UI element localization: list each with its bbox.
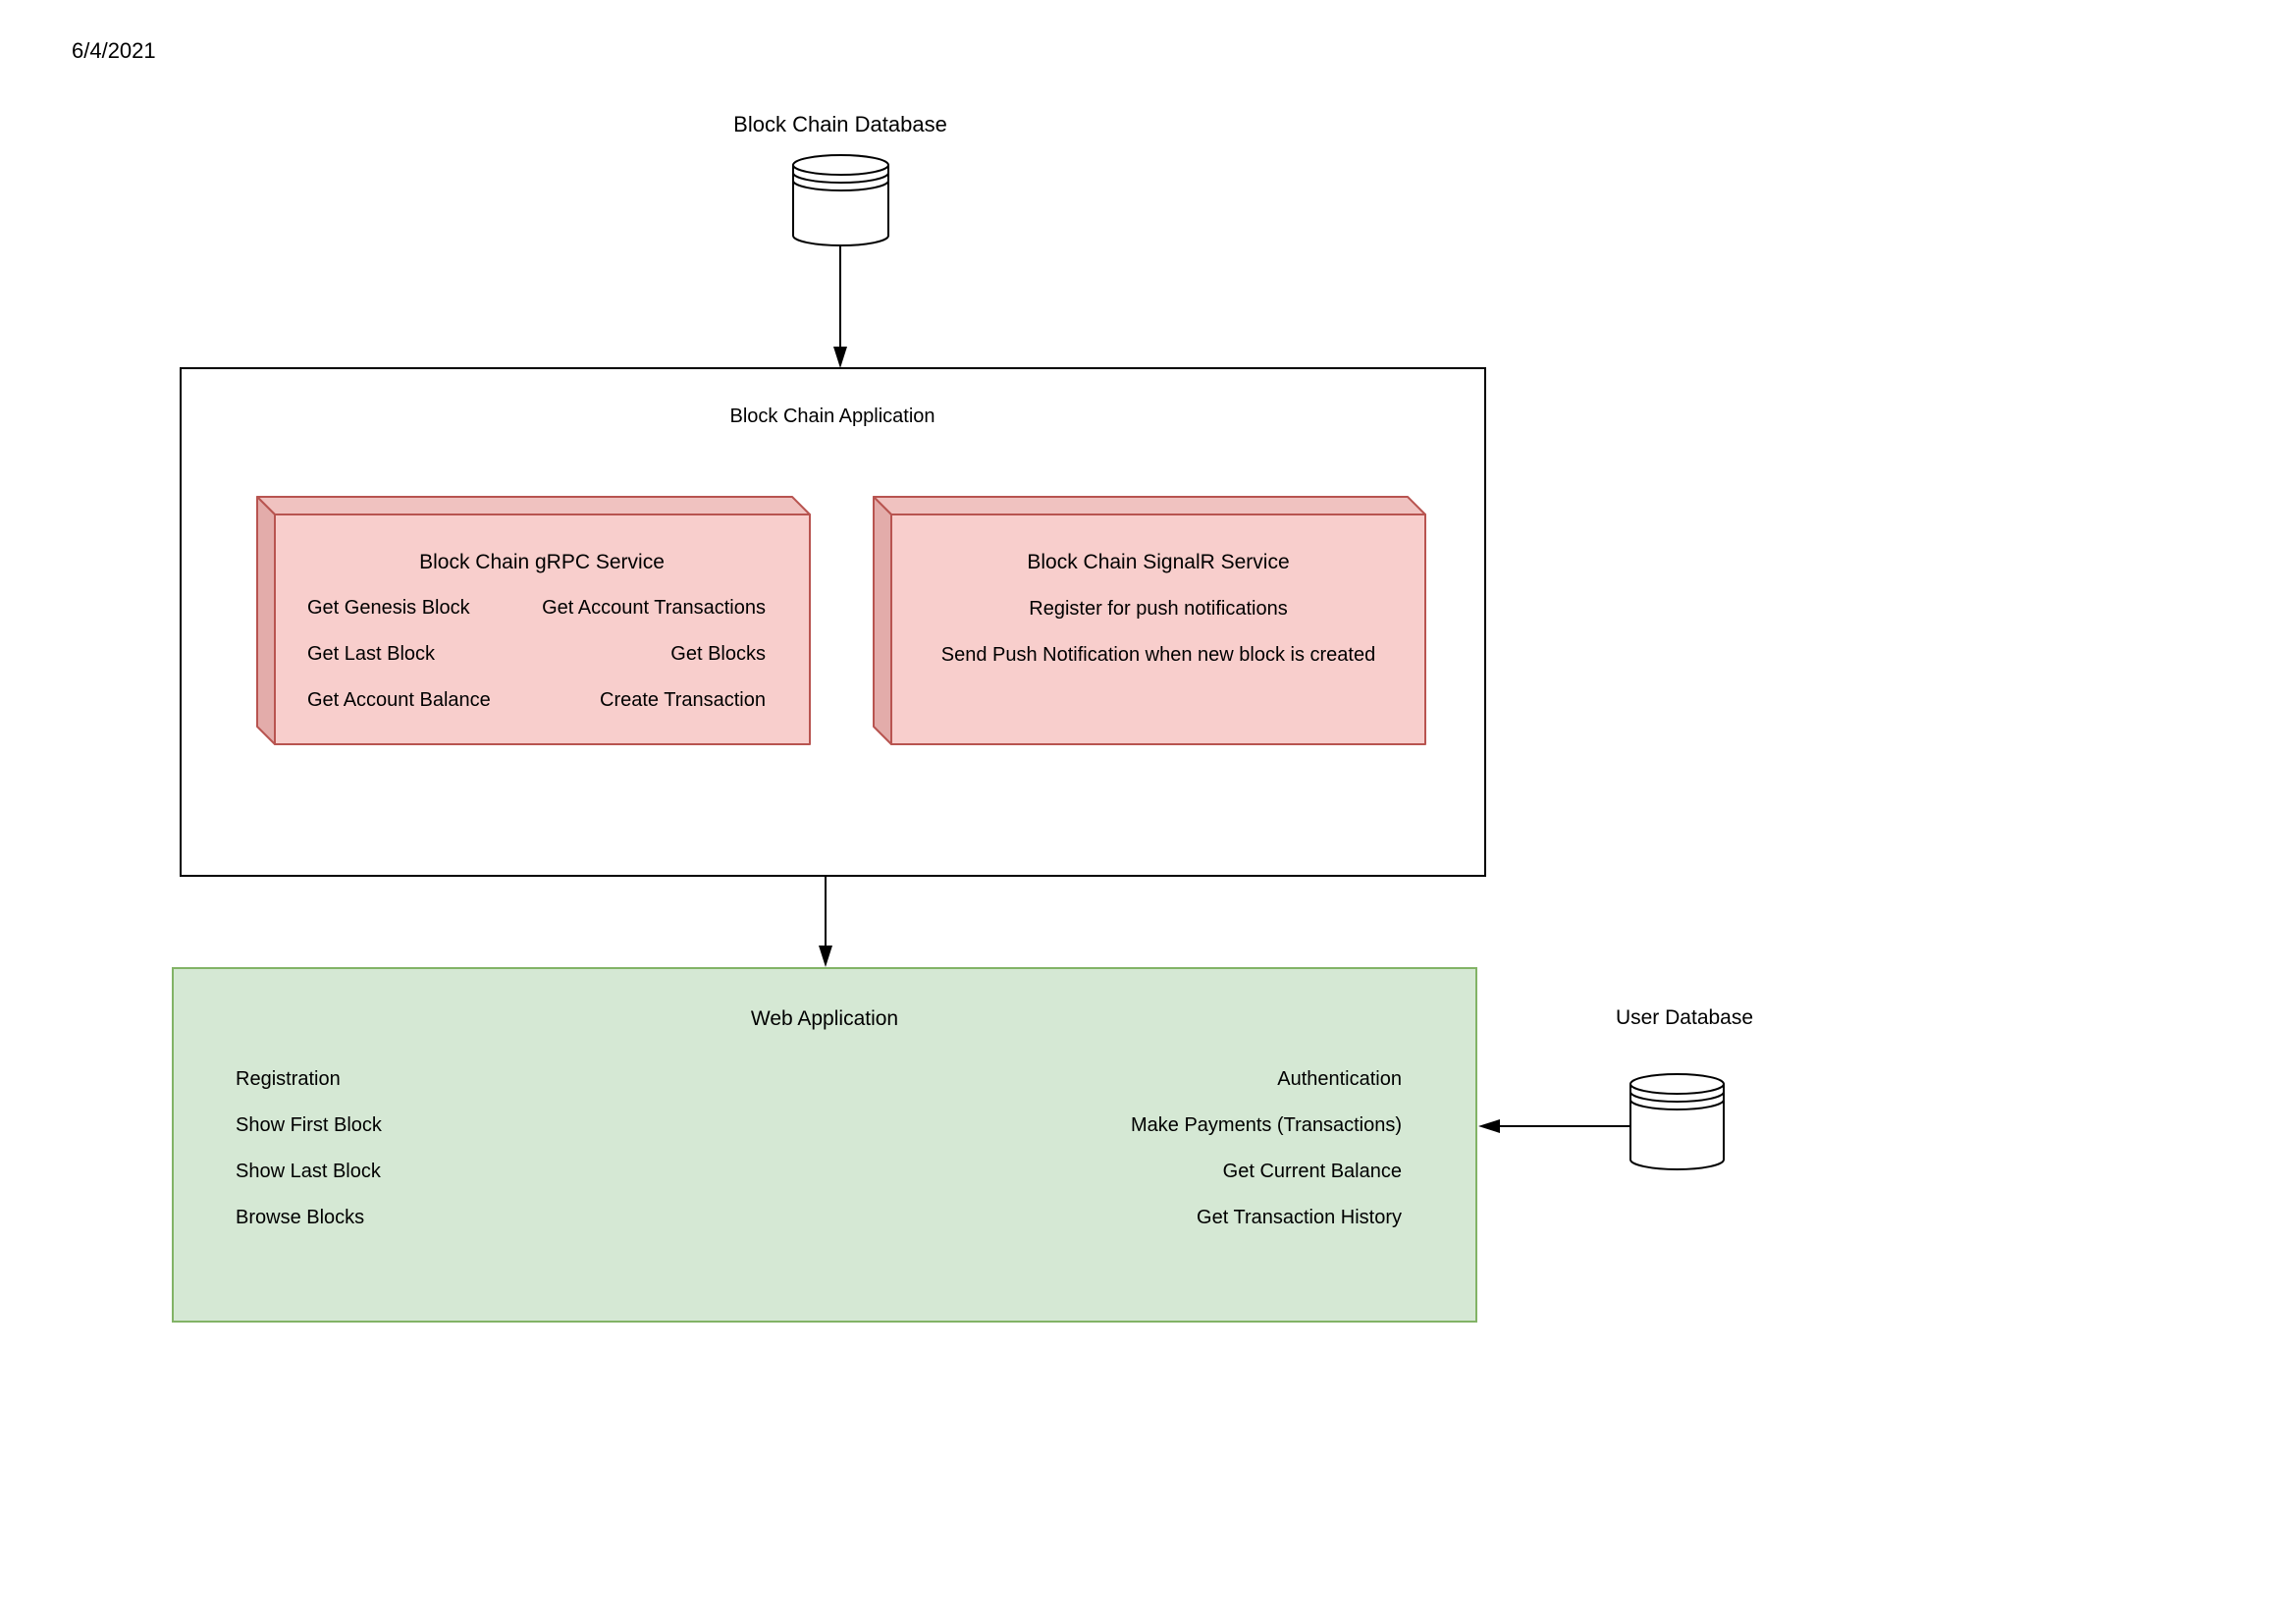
signalr-cube-top-face: [873, 496, 1426, 515]
grpc-service-item: Get Last Block: [307, 643, 436, 665]
arrow-userdb-to-web: [1478, 1119, 1630, 1133]
userdb-cylinder-disk-line: [1629, 1083, 1725, 1095]
user-database-cylinder-icon: [1629, 1073, 1725, 1170]
blockchain-database-cylinder-icon: [792, 154, 889, 246]
arrow-db-to-app: [833, 245, 847, 368]
user-database-label: User Database: [1615, 1006, 1754, 1029]
userdb-cylinder-body: [1629, 1073, 1725, 1170]
grpc-service-cube: [256, 496, 811, 745]
web-application-item: Authentication: [1277, 1068, 1402, 1090]
grpc-service-item: Get Account Transactions: [542, 597, 766, 619]
db-cylinder-disk-line: [792, 180, 889, 191]
signalr-service-item: Send Push Notification when new block is…: [940, 644, 1376, 666]
grpc-cube-side-face: [256, 496, 276, 745]
web-application-item: Registration: [236, 1068, 341, 1090]
web-application-item: Browse Blocks: [236, 1207, 365, 1228]
signalr-cube-side-face: [873, 496, 892, 745]
grpc-service-item: Get Account Balance: [307, 689, 491, 711]
blockchain-application-label: Block Chain Application: [729, 406, 935, 427]
signalr-cube-front-face: [890, 514, 1426, 745]
web-application-box: [172, 967, 1477, 1323]
grpc-service-item: Get Blocks: [670, 643, 766, 665]
db-cylinder-disk-line: [792, 172, 889, 184]
web-application-item: Make Payments (Transactions): [1130, 1114, 1402, 1136]
signalr-service-title: Block Chain SignalR Service: [1027, 551, 1290, 573]
db-cylinder-body: [792, 154, 889, 246]
grpc-service-title: Block Chain gRPC Service: [419, 551, 665, 573]
web-application-title: Web Application: [750, 1007, 899, 1030]
db-cylinder-disk-line: [792, 164, 889, 176]
web-application-item: Get Transaction History: [1197, 1207, 1402, 1228]
grpc-service-item: Create Transaction: [600, 689, 766, 711]
userdb-cylinder-disk-line: [1629, 1099, 1725, 1110]
grpc-cube-top-face: [256, 496, 811, 515]
signalr-service-item: Register for push notifications: [1029, 598, 1288, 620]
userdb-cylinder-disk-line: [1629, 1091, 1725, 1103]
grpc-service-item: Get Genesis Block: [307, 597, 470, 619]
arrow-head-down-icon: [833, 347, 847, 368]
arrow-app-to-web: [819, 876, 832, 967]
arrow-head-down-icon: [819, 946, 832, 967]
arrow-head-left-icon: [1478, 1119, 1500, 1133]
web-application-item: Get Current Balance: [1222, 1161, 1402, 1182]
blockchain-database-label: Block Chain Database: [733, 112, 947, 136]
web-application-item: Show First Block: [236, 1114, 382, 1136]
signalr-service-cube: [873, 496, 1426, 745]
page-date: 6/4/2021: [72, 38, 156, 63]
web-application-item: Show Last Block: [236, 1161, 381, 1182]
grpc-cube-front-face: [274, 514, 811, 745]
